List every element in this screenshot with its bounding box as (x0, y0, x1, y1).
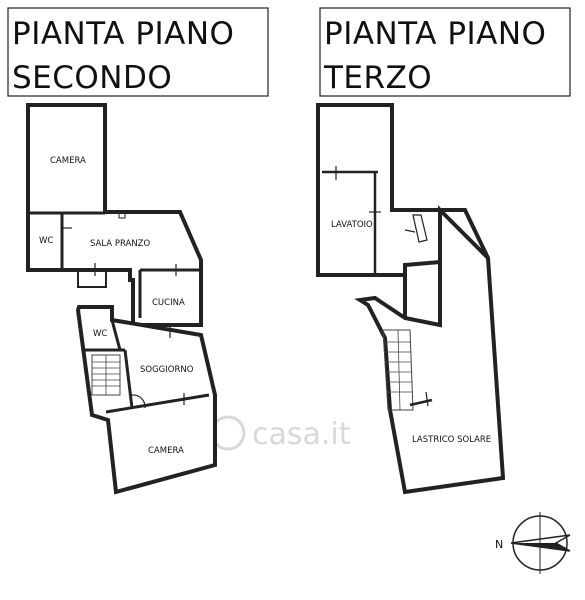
title-third-floor-line2: TERZO (323, 60, 432, 96)
stair-opening (412, 214, 428, 243)
title-second-floor-line1: PIANTA PIANO (12, 16, 234, 52)
title-third-floor: PIANTA PIANO TERZO (319, 7, 571, 97)
room-wc-bottom: WC (93, 329, 107, 339)
watermark: casa.it (210, 415, 351, 452)
title-second-floor: PIANTA PIANO SECONDO (7, 7, 269, 97)
room-cucina: CUCINA (152, 298, 185, 308)
room-sala-pranzo: SALA PRANZO (90, 239, 150, 249)
title-third-floor-line1: PIANTA PIANO (324, 16, 546, 52)
north-arrow-icon: N (495, 512, 571, 574)
second-floor-upper-outline (26, 103, 203, 327)
room-lastrico-solare: LASTRICO SOLARE (412, 435, 491, 445)
room-lavatoio: LAVATOIO (331, 220, 373, 230)
room-camera-top: CAMERA (50, 156, 86, 166)
room-soggiorno: SOGGIORNO (140, 365, 194, 375)
third-floor-plan (316, 103, 506, 495)
watermark-text: casa.it (252, 417, 351, 452)
third-floor-lower-outline (354, 205, 506, 495)
room-camera-bottom: CAMERA (148, 446, 184, 456)
third-floor-link (403, 259, 442, 328)
compass-north-label: N (495, 538, 503, 551)
stairs-terrace (382, 329, 414, 411)
stairs (91, 354, 121, 396)
room-wc-top: WC (39, 236, 53, 246)
door-swing (131, 394, 146, 409)
second-floor-lower-outline (75, 305, 217, 495)
second-floor-plan (26, 103, 217, 495)
title-second-floor-line2: SECONDO (12, 60, 172, 96)
balcony (77, 269, 107, 288)
